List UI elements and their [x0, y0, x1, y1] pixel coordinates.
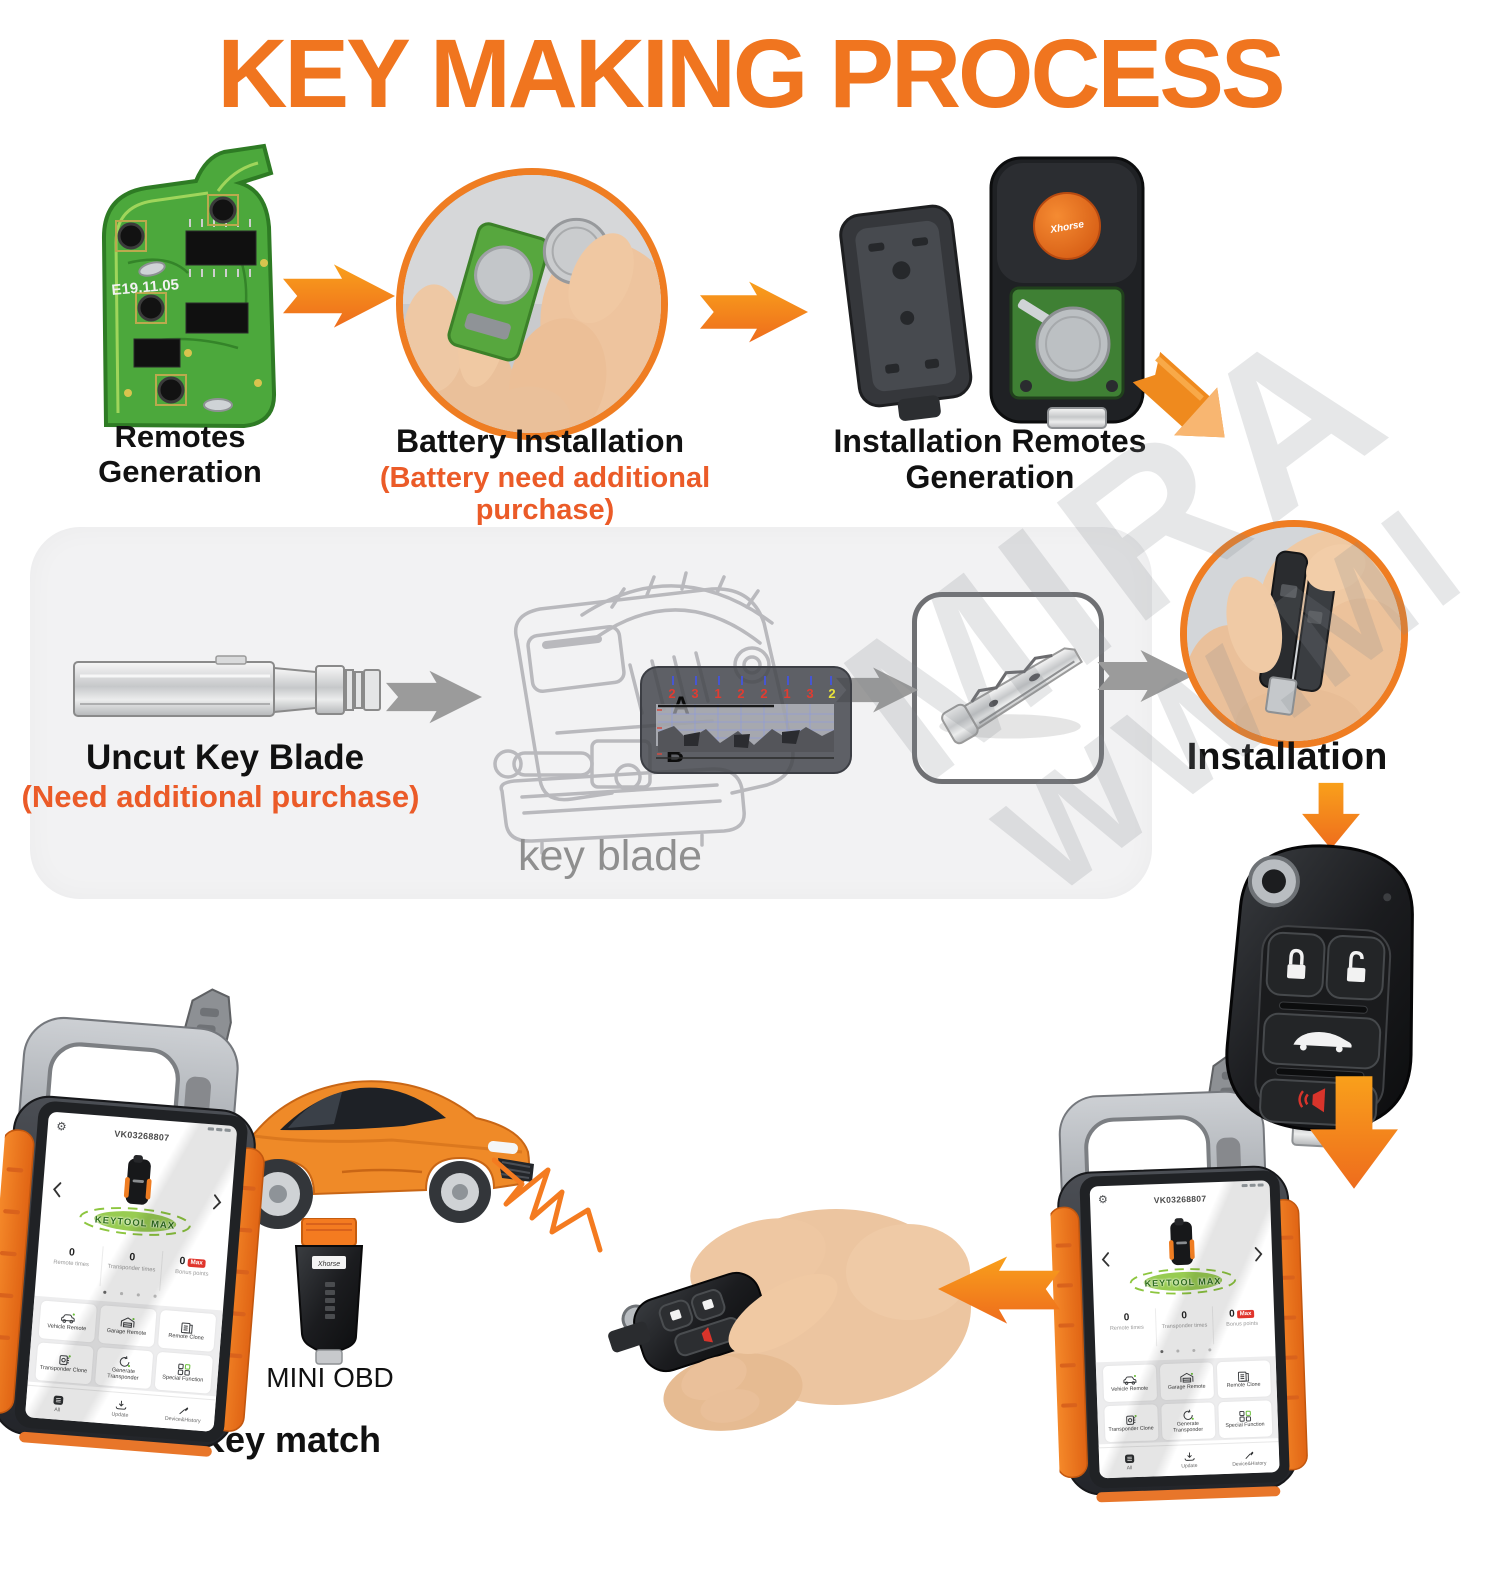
caption-installation-remotes: Installation Remotes Generation: [833, 423, 1147, 495]
lock-icon: [1286, 948, 1306, 979]
mini-obd-photo: Xhorse: [294, 1218, 364, 1365]
vehicle-remote-icon: [59, 1311, 76, 1325]
tile-vehicle-remote[interactable]: Vehicle Remote: [38, 1300, 97, 1343]
caption-battery-note: (Battery need additional purchase): [379, 462, 711, 527]
tile-special-function[interactable]: Special Function: [154, 1351, 213, 1394]
carousel-next-icon[interactable]: [1254, 1247, 1264, 1262]
all-menu-icon: [51, 1394, 66, 1407]
settings-gear-icon[interactable]: ⚙: [55, 1120, 68, 1134]
uncut-key-blade-photo: [73, 655, 381, 717]
keytool-max-logo: KEYTOOL MAX: [1144, 1275, 1222, 1289]
update-icon: [1182, 1451, 1195, 1462]
device-thumbnail: [1163, 1215, 1201, 1272]
nav-all[interactable]: All: [25, 1386, 90, 1422]
tile-generate-transponder[interactable]: Generate Transponder: [94, 1346, 153, 1390]
logo-ellipse: [1122, 1265, 1243, 1297]
device-thumbnail: [117, 1151, 159, 1213]
tile-special-function[interactable]: Special Function: [1217, 1400, 1272, 1439]
carousel-prev-icon[interactable]: [52, 1181, 63, 1197]
carousel-prev-icon[interactable]: [1101, 1252, 1111, 1267]
special-function-icon: [1237, 1410, 1252, 1423]
status-bar-icons: [1241, 1183, 1264, 1188]
page-title: KEY MAKING PROCESS: [217, 19, 1285, 128]
remote-pcb-photo: E19.11.05: [101, 143, 277, 429]
max-badge: Max: [1236, 1309, 1255, 1319]
device-serial: VK03268807: [1153, 1193, 1207, 1206]
cut-key-blade-photo: [912, 592, 1104, 784]
nav-update[interactable]: Update: [1159, 1444, 1220, 1476]
arrow-down-right-icon: [1132, 351, 1225, 438]
arrow-down-icon: [1302, 782, 1360, 850]
garage-remote-icon: [119, 1316, 136, 1330]
unlock-icon: [1346, 951, 1366, 983]
tile-generate-transponder[interactable]: Generate Transponder: [1160, 1402, 1215, 1441]
obd-brand-label: Xhorse: [317, 1261, 340, 1268]
tile-garage-remote[interactable]: Garage Remote: [1159, 1362, 1214, 1401]
key-bitting-diagram: 2 3 1 2 2 1 3 2 A B: [640, 666, 852, 774]
arrow-down-icon: [1310, 1076, 1398, 1189]
settings-gear-icon[interactable]: ⚙: [1097, 1193, 1109, 1207]
caption-remotes-generation: Remotes Generation: [98, 419, 262, 489]
battery-installation-photo: [396, 168, 668, 440]
vehicle-remote-icon: [1122, 1374, 1137, 1387]
generate-transponder-icon: [1180, 1409, 1195, 1422]
device-history-icon: [176, 1404, 191, 1417]
arrow-right-icon: [283, 264, 395, 328]
pcb-code-label: E19.11.05: [111, 276, 180, 299]
tile-transponder-clone[interactable]: Transponder Clone: [34, 1342, 94, 1385]
remote-clone-icon: [1236, 1370, 1251, 1383]
installation-photo: [1180, 520, 1408, 748]
pagination-dots: [35, 1285, 224, 1303]
tile-remote-clone[interactable]: Remote Clone: [1216, 1360, 1271, 1399]
logo-ellipse: [71, 1202, 199, 1241]
carousel-next-icon[interactable]: [212, 1194, 223, 1210]
generate-transponder-icon: [116, 1355, 133, 1369]
caption-mini-obd: MINI OBD: [266, 1362, 394, 1393]
special-function-icon: [175, 1362, 192, 1376]
all-menu-icon: [1122, 1453, 1135, 1464]
tile-garage-remote[interactable]: Garage Remote: [97, 1305, 157, 1348]
pagination-dots: [1095, 1346, 1275, 1355]
nav-device-history[interactable]: Device&History: [151, 1396, 216, 1432]
hand-with-remote-photo: [608, 1209, 971, 1431]
tile-transponder-clone[interactable]: Transponder Clone: [1103, 1404, 1158, 1443]
arrow-left-icon: [938, 1256, 1060, 1324]
nav-all[interactable]: All: [1099, 1446, 1160, 1478]
keytool-max-logo: KEYTOOL MAX: [94, 1214, 176, 1231]
caption-uncut-note: (Need additional purchase): [21, 779, 420, 814]
device-history-icon: [1242, 1449, 1255, 1460]
nav-update[interactable]: Update: [88, 1391, 153, 1427]
max-badge: Max: [187, 1258, 207, 1269]
trunk-icon: [1293, 1031, 1352, 1053]
device-serial: VK03268807: [113, 1128, 170, 1144]
tile-remote-clone[interactable]: Remote Clone: [157, 1309, 216, 1352]
panic-icon: [1298, 1088, 1326, 1113]
arrow-right-gray-icon: [1097, 650, 1193, 702]
caption-uncut-key-blade: Uncut Key Blade: [85, 738, 365, 777]
tile-vehicle-remote[interactable]: Vehicle Remote: [1102, 1364, 1157, 1403]
arrow-right-gray-icon: [836, 667, 918, 713]
update-icon: [113, 1399, 128, 1412]
status-bar-icons: [207, 1127, 231, 1133]
transponder-clone-icon: [56, 1353, 73, 1367]
remote-clone-icon: [178, 1320, 195, 1334]
signal-zigzag-icon: [492, 1157, 603, 1253]
remote-shell-photo: Xhorse: [839, 156, 1145, 429]
nav-device-history[interactable]: Device&History: [1219, 1442, 1280, 1474]
car-photo: [205, 1080, 534, 1229]
arrow-right-gray-icon: [386, 670, 482, 724]
garage-remote-icon: [1179, 1372, 1194, 1385]
caption-key-blade: key blade: [517, 832, 703, 880]
caption-installation: Installation: [1186, 736, 1388, 778]
caption-battery-installation: Battery Installation: [395, 423, 685, 459]
transponder-clone-icon: [1123, 1414, 1138, 1427]
arrow-right-icon: [700, 281, 808, 343]
